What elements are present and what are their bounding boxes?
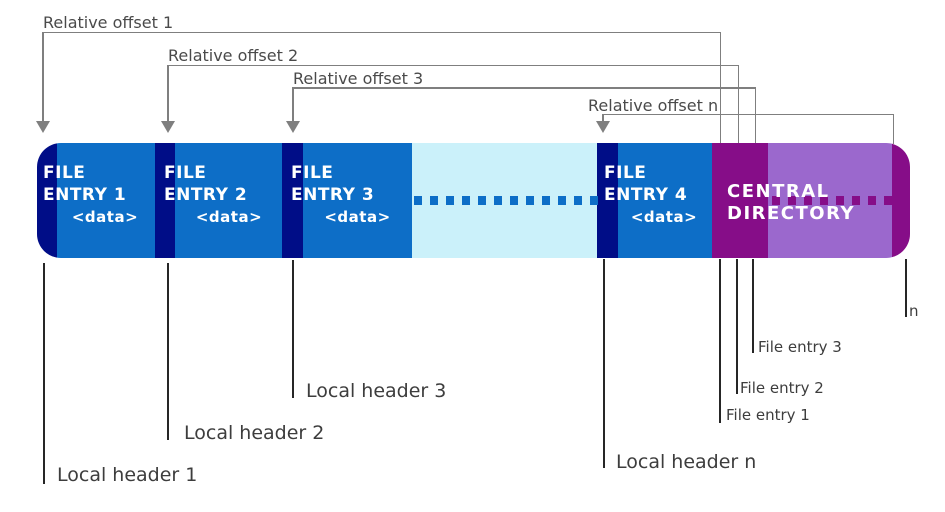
file-entry-4-segment — [618, 143, 712, 258]
file-entry-3-label: File entry 3 — [758, 338, 842, 356]
file-entry-1-segment — [57, 143, 155, 258]
file-entry-2-segment — [175, 143, 282, 258]
file-entry-2-text: FILE ENTRY 2 <data> — [164, 162, 280, 228]
central-directory-line1: CENTRAL — [727, 181, 830, 202]
file-entry-2-line2: ENTRY 2 — [164, 185, 248, 205]
offset-1-arrow-stem — [42, 31, 44, 122]
file-entry-2-line1: FILE — [164, 163, 207, 183]
offset-n-horizontal-line — [602, 113, 894, 115]
file-entry-3-line2: ENTRY 3 — [291, 185, 375, 205]
local-header-3-stripe — [282, 143, 303, 258]
relative-offset-3-label: Relative offset 3 — [293, 69, 424, 88]
relative-offset-n-label: Relative offset n — [588, 96, 719, 115]
local-header-1-stripe — [37, 143, 57, 258]
file-entry-4-text: FILE ENTRY 4 <data> — [604, 162, 710, 228]
end-n-leader-line — [905, 259, 907, 317]
file-entry-4-line2: ENTRY 4 — [604, 185, 688, 205]
file-entry-4-line1: FILE — [604, 163, 647, 183]
offset-n-arrow-stem — [602, 113, 604, 122]
file-entry-1-line2: ENTRY 1 — [43, 185, 127, 205]
central-directory-dark-segment — [712, 143, 768, 258]
offset-2-right-drop-line — [737, 64, 739, 144]
local-header-2-leader-line — [167, 263, 169, 440]
file-entry-1-text: FILE ENTRY 1 <data> — [43, 162, 153, 228]
file-entry-3-data: <data> — [324, 208, 391, 226]
file-entry-4-data: <data> — [630, 208, 698, 226]
offset-3-arrow-stem — [292, 87, 294, 121]
file-entry-1-label: File entry 1 — [726, 406, 810, 424]
end-n-label: n — [909, 302, 919, 320]
offset-3-horizontal-line — [292, 87, 756, 89]
local-header-n-stripe — [597, 143, 618, 258]
offset-2-down-arrowhead-icon — [161, 121, 175, 133]
local-header-2-stripe — [155, 143, 175, 258]
offset-3-down-arrowhead-icon — [286, 121, 300, 133]
local-header-2-label: Local header 2 — [184, 422, 325, 444]
zip-archive-bar — [37, 143, 910, 258]
relative-offset-1-label: Relative offset 1 — [43, 13, 174, 32]
local-header-n-leader-line — [603, 259, 605, 468]
offset-n-right-drop-line — [892, 113, 894, 144]
central-directory-text: CENTRAL DIRECTORY — [727, 181, 855, 225]
local-header-3-label: Local header 3 — [306, 380, 447, 402]
central-directory-dotted-ellipsis — [772, 196, 892, 205]
file-entry-2-leader-line — [736, 259, 738, 394]
file-entry-3-leader-line — [752, 259, 754, 353]
file-entry-2-label: File entry 2 — [740, 379, 824, 397]
offset-n-down-arrowhead-icon — [596, 121, 610, 133]
file-entry-3-line1: FILE — [291, 163, 334, 183]
offset-2-horizontal-line — [167, 64, 739, 66]
file-entry-1-leader-line — [719, 259, 721, 423]
offset-3-right-drop-line — [754, 87, 756, 143]
file-entry-3-text: FILE ENTRY 3 <data> — [291, 162, 410, 228]
offset-2-arrow-stem — [167, 64, 169, 122]
file-entry-2-data: <data> — [195, 208, 263, 226]
gap-dotted-ellipsis — [414, 196, 598, 205]
relative-offset-2-label: Relative offset 2 — [168, 46, 299, 65]
file-entry-1-data: <data> — [71, 208, 139, 226]
local-header-n-label: Local header n — [616, 451, 757, 473]
file-entry-3-segment — [303, 143, 412, 258]
central-directory-end-cap — [892, 143, 910, 258]
file-entry-1-line1: FILE — [43, 163, 86, 183]
offset-1-horizontal-line — [42, 31, 721, 33]
offset-1-down-arrowhead-icon — [36, 121, 50, 133]
local-header-1-label: Local header 1 — [57, 464, 198, 486]
local-header-3-leader-line — [292, 260, 294, 398]
local-header-1-leader-line — [43, 263, 45, 484]
central-directory-line2: DIRECTORY — [727, 203, 855, 224]
